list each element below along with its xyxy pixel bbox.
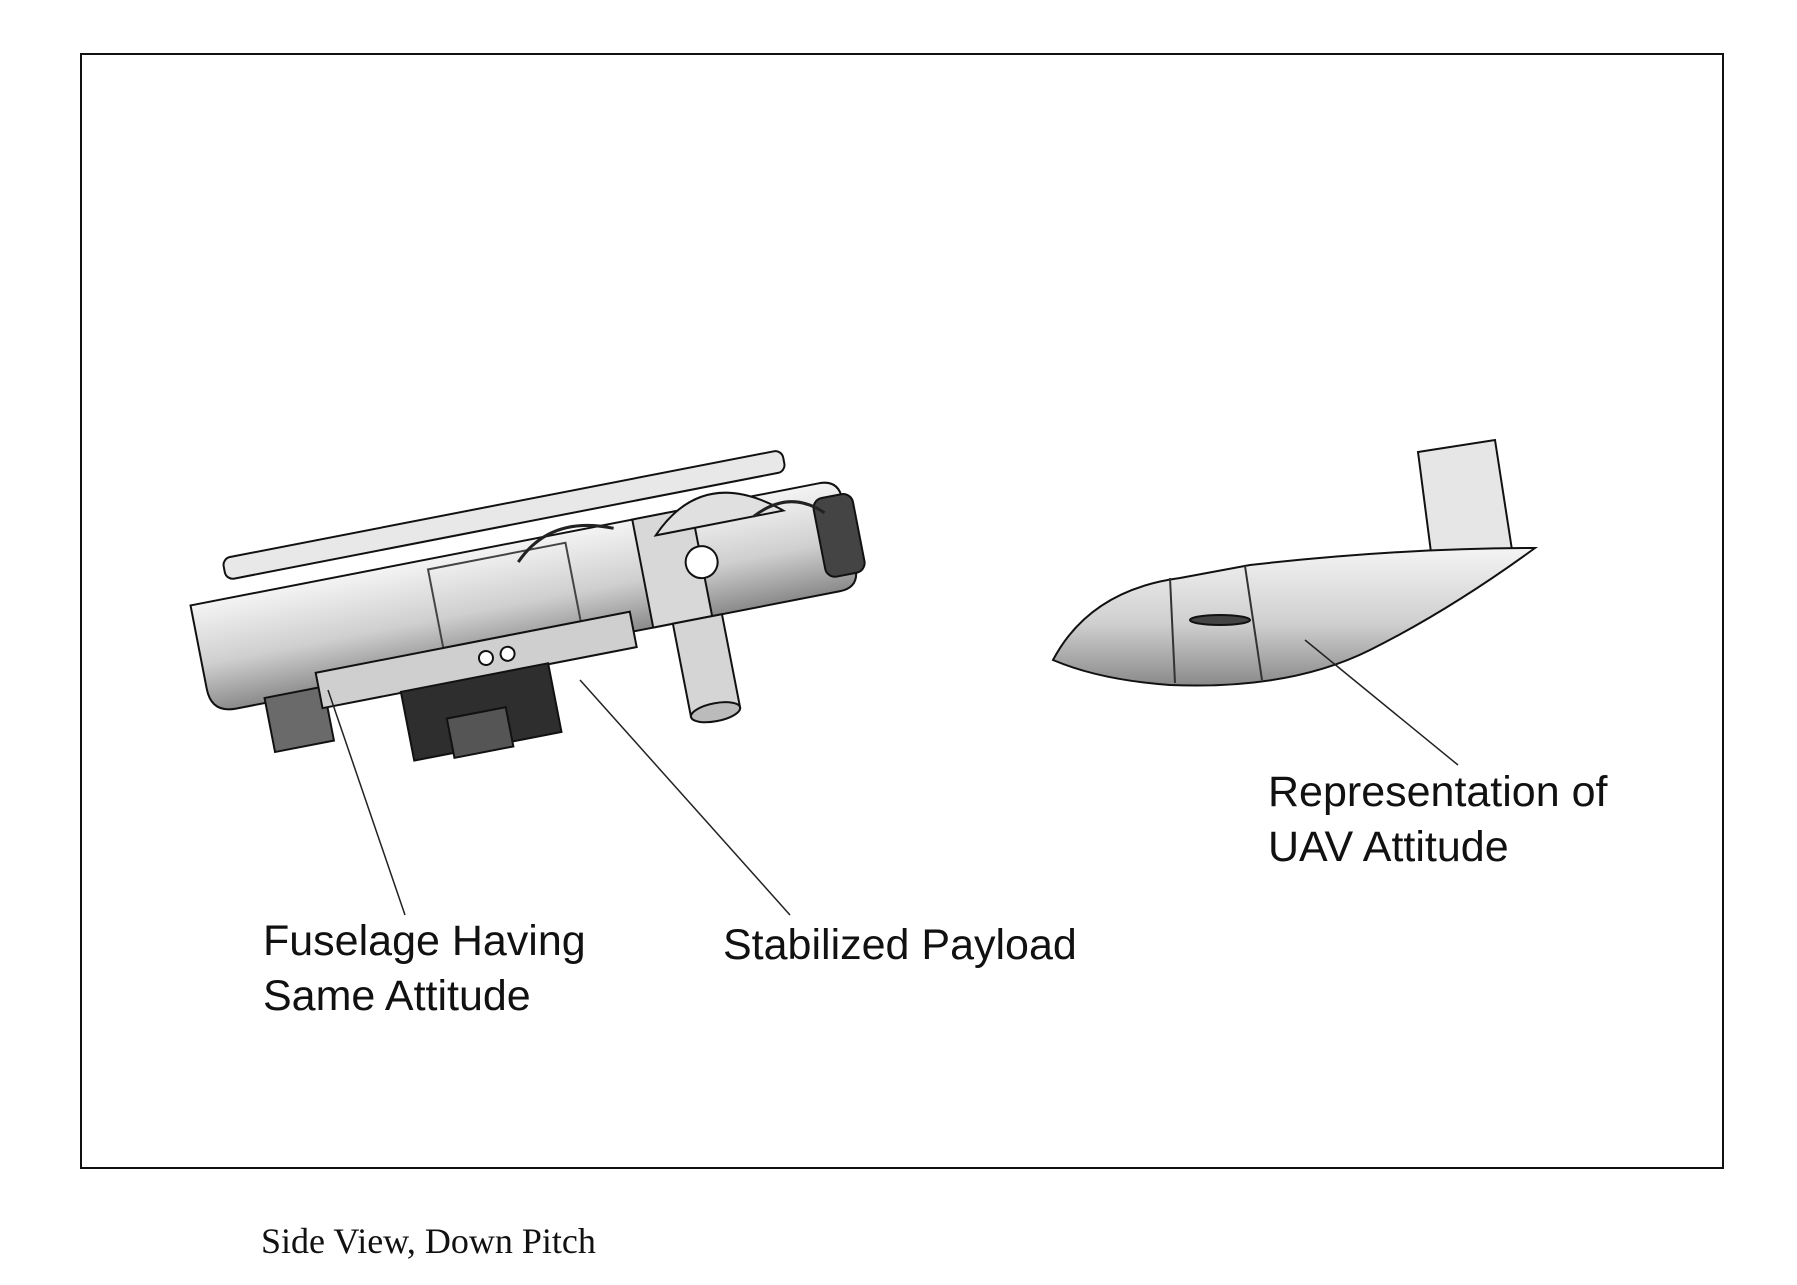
uav-representation — [1053, 440, 1535, 686]
figure-caption: Side View, Down Pitch — [261, 1220, 596, 1262]
label-stabilized-payload: Stabilized Payload — [723, 918, 1077, 973]
label-uav-attitude: Representation of UAV Attitude — [1268, 765, 1607, 875]
fuselage-assembly — [183, 438, 889, 815]
label-fuselage: Fuselage Having Same Attitude — [263, 914, 586, 1024]
